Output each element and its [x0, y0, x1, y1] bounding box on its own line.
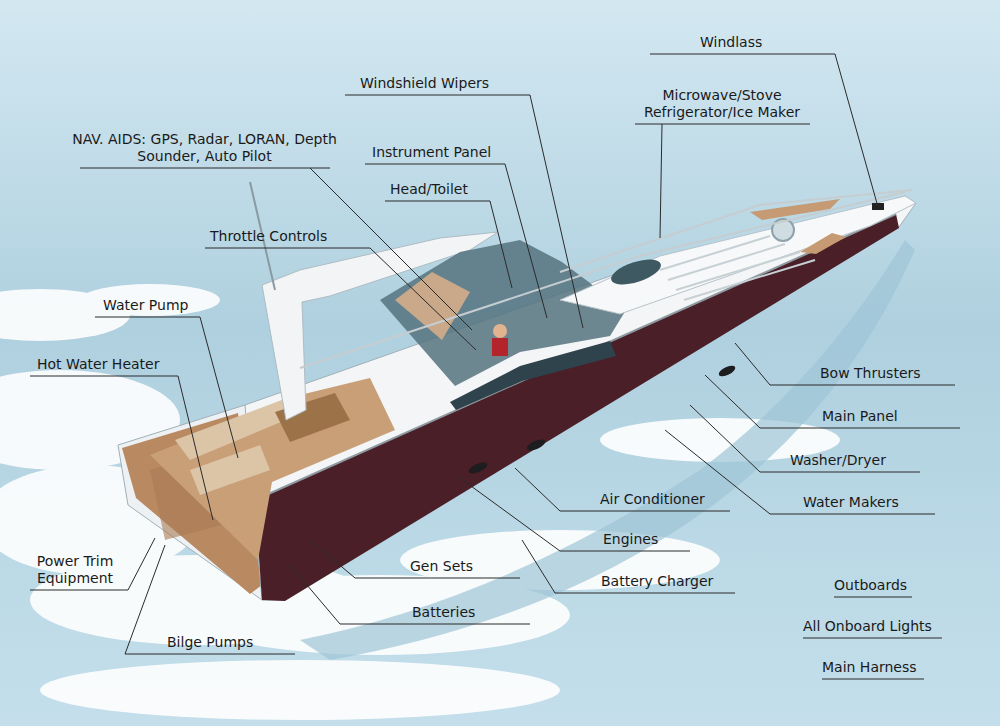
leader-line — [310, 540, 520, 578]
callout-label: Throttle Controls — [210, 228, 327, 245]
leader-line — [345, 95, 583, 328]
underline — [822, 679, 924, 680]
leader-line — [705, 375, 960, 428]
callout-label: Windshield Wipers — [360, 75, 489, 92]
leader-line — [365, 164, 547, 318]
underline — [803, 638, 942, 639]
leader-line — [522, 540, 735, 593]
callout-label: Outboards — [834, 577, 907, 594]
callout-label: NAV. AIDS: GPS, Radar, LORAN, Depth Soun… — [72, 131, 337, 165]
bow-rail — [560, 190, 912, 272]
leader-line — [515, 468, 730, 511]
foam — [80, 284, 220, 316]
callout-label: Main Harness — [822, 659, 917, 676]
leader-line — [125, 545, 295, 654]
bow-teak — [800, 233, 846, 254]
callout-label: Battery Charger — [601, 573, 713, 590]
driver — [492, 338, 508, 356]
callout-label: Microwave/Stove Refrigerator/Ice Maker — [627, 87, 817, 121]
callout-label: Washer/Dryer — [790, 452, 886, 469]
deck-rail — [300, 192, 905, 368]
cockpit-floor — [150, 378, 395, 560]
callout-label: Instrument Panel — [372, 144, 491, 161]
leader-line — [665, 430, 935, 514]
porthole — [717, 363, 737, 378]
leader-line — [460, 478, 690, 551]
callout-label: Gen Sets — [410, 558, 473, 575]
leader-line — [310, 168, 472, 330]
callout-label: Head/Toilet — [390, 181, 468, 198]
sunpad-line — [684, 260, 815, 300]
driver-head — [493, 324, 507, 338]
callout-label: Bow Thrusters — [820, 365, 921, 382]
callout-label: Main Panel — [822, 408, 898, 425]
leader-line — [385, 201, 512, 288]
callout-label: Water Pump — [103, 297, 188, 314]
callout-label: Windlass — [700, 34, 762, 51]
callout-label: Hot Water Heater — [37, 356, 159, 373]
leader-line — [690, 405, 920, 472]
hull-stripe — [255, 214, 896, 500]
callout-label: Water Makers — [803, 494, 899, 511]
callout-label: All Onboard Lights — [803, 618, 932, 635]
porthole — [525, 437, 547, 452]
cockpit-seat — [190, 445, 270, 495]
callout-label: Batteries — [412, 604, 475, 621]
porthole — [467, 460, 489, 475]
leader-line — [635, 124, 810, 125]
leader-line — [660, 124, 662, 238]
leader-line — [80, 168, 330, 169]
leader-line — [30, 376, 213, 520]
foam — [40, 660, 560, 720]
leader-line — [735, 343, 955, 385]
leader-line — [650, 54, 878, 207]
deck-hatch — [608, 254, 664, 289]
callout-label: Engines — [603, 531, 658, 548]
callout-label: Power Trim Equipment — [25, 553, 125, 587]
leader-line — [205, 248, 476, 350]
underline — [834, 597, 912, 598]
side-window — [450, 341, 616, 410]
leader-line — [95, 317, 238, 458]
callout-label: Air Conditioner — [600, 491, 705, 508]
callout-label: Bilge Pumps — [167, 634, 253, 651]
leader-lines — [30, 54, 960, 679]
